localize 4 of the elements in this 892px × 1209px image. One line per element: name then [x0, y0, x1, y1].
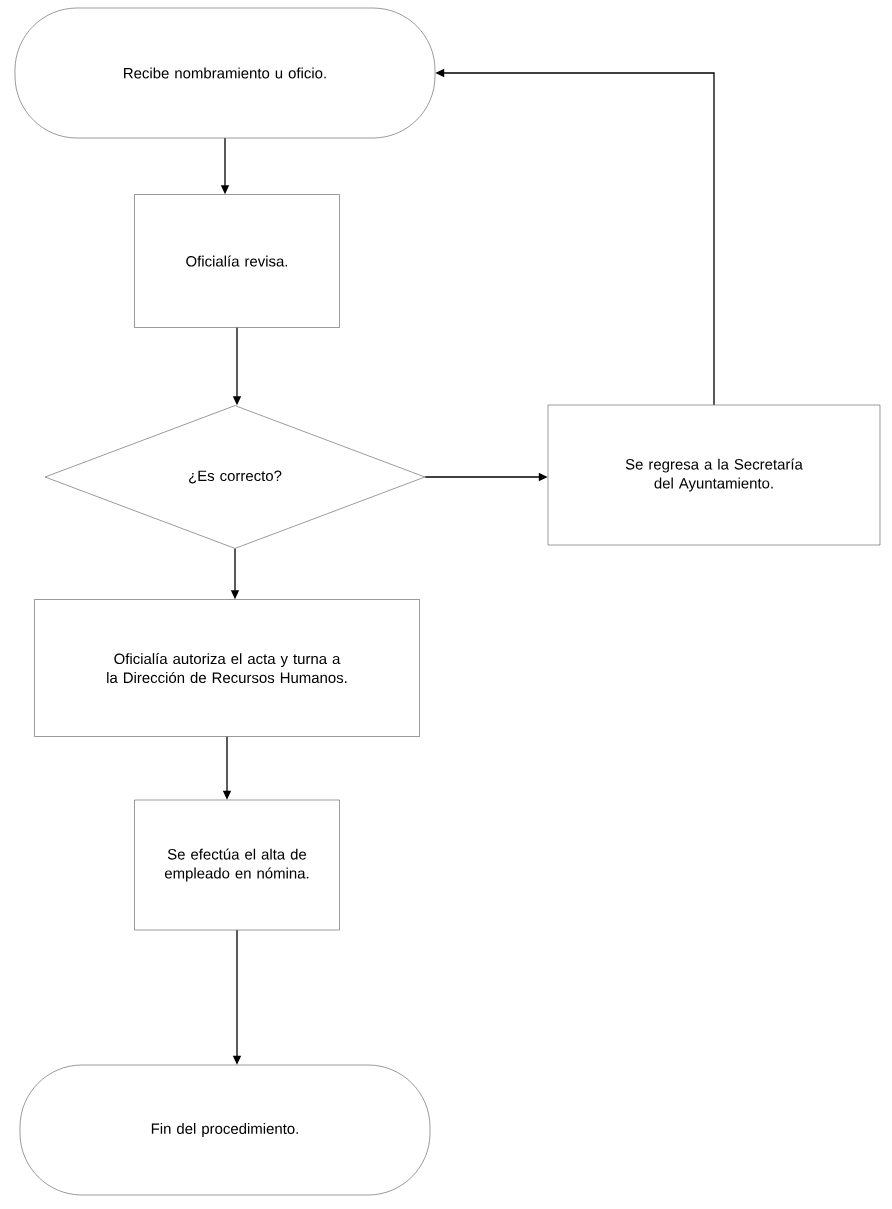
process-box: Se regresa a la Secretaría del Ayuntamiento.: [547, 404, 881, 546]
process-box: Oficialía revisa.: [134, 194, 340, 328]
process-box: Oficialía autoriza el acta y turna a la Dirección de Recursos Humanos.: [34, 599, 420, 737]
process-box: Se efectúa el alta de empleado en nómina.: [134, 799, 340, 931]
